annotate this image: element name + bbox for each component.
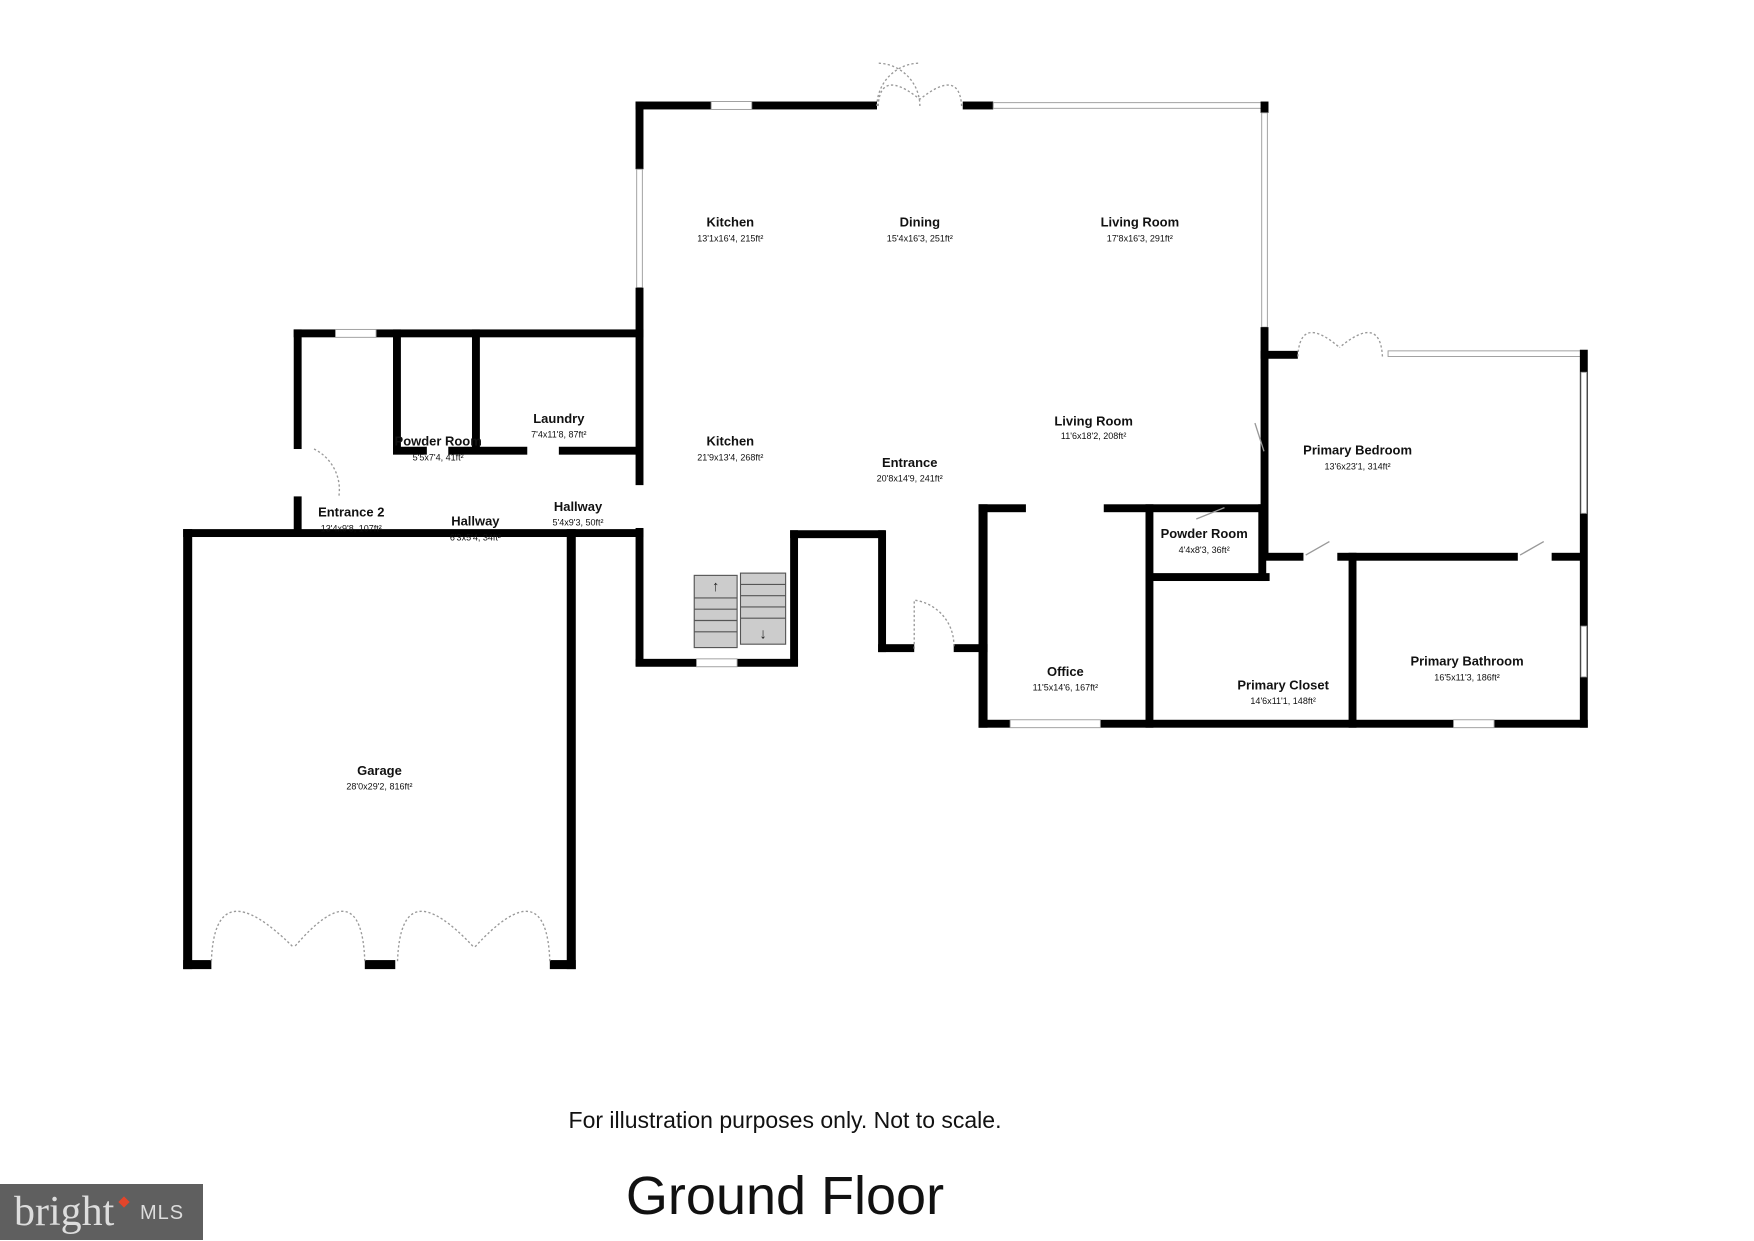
svg-text:11'6x18'2, 208ft²: 11'6x18'2, 208ft² — [1061, 431, 1126, 441]
svg-text:14'6x11'1, 148ft²: 14'6x11'1, 148ft² — [1250, 696, 1315, 706]
svg-text:Living Room: Living Room — [1054, 413, 1133, 428]
svg-text:6'3x5'4, 34ft²: 6'3x5'4, 34ft² — [450, 532, 501, 542]
room-primary-bathroom: Primary Bathroom 16'5x11'3, 186ft² — [1410, 654, 1523, 683]
svg-text:Entrance 2: Entrance 2 — [318, 505, 384, 520]
stair-up-arrow-icon: ↑ — [712, 579, 719, 595]
disclaimer: For illustration purposes only. Not to s… — [568, 1107, 1002, 1133]
svg-text:17'8x16'3, 291ft²: 17'8x16'3, 291ft² — [1107, 233, 1173, 243]
logo-star-icon — [118, 1196, 130, 1208]
room-kitchen-top: Kitchen 13'1x16'4, 215ft² — [697, 215, 763, 244]
svg-text:Entrance: Entrance — [882, 455, 938, 470]
svg-text:Primary Closet: Primary Closet — [1237, 677, 1329, 692]
svg-text:Garage: Garage — [357, 763, 402, 778]
room-powder-room-left: Powder Room 5'5x7'4, 41ft² — [395, 434, 482, 463]
room-hallway-2: Hallway 5'4x9'3, 50ft² — [553, 499, 604, 528]
room-living-bottom: Living Room 11'6x18'2, 208ft² — [1054, 413, 1133, 441]
svg-text:Kitchen: Kitchen — [707, 434, 755, 449]
svg-text:Primary Bathroom: Primary Bathroom — [1410, 654, 1523, 669]
svg-text:4'4x8'3, 36ft²: 4'4x8'3, 36ft² — [1179, 545, 1230, 555]
stairs: ↑ ↓ — [693, 572, 787, 649]
room-garage: Garage 28'0x29'2, 816ft² — [346, 763, 412, 792]
svg-text:21'9x13'4, 268ft²: 21'9x13'4, 268ft² — [697, 452, 763, 462]
room-entrance-2: Entrance 2 13'4x9'8, 107ft² — [318, 505, 384, 534]
svg-text:13'4x9'8, 107ft²: 13'4x9'8, 107ft² — [321, 523, 382, 533]
bright-mls-logo: bright MLS — [0, 1184, 203, 1240]
svg-text:13'1x16'4, 215ft²: 13'1x16'4, 215ft² — [697, 233, 763, 243]
svg-text:Powder Room: Powder Room — [395, 434, 482, 449]
svg-text:5'5x7'4, 41ft²: 5'5x7'4, 41ft² — [413, 452, 464, 462]
svg-text:5'4x9'3, 50ft²: 5'4x9'3, 50ft² — [553, 518, 604, 528]
walls — [183, 101, 1588, 970]
room-kitchen-bottom: Kitchen 21'9x13'4, 268ft² — [697, 434, 763, 463]
room-entrance: Entrance 20'8x14'9, 241ft² — [877, 455, 943, 484]
svg-text:Hallway: Hallway — [554, 499, 603, 514]
room-labels: Kitchen 13'1x16'4, 215ft² Dining 15'4x16'3… — [318, 215, 1524, 792]
svg-text:Hallway: Hallway — [451, 514, 500, 529]
doors — [210, 62, 1545, 962]
room-primary-closet: Primary Closet 14'6x11'1, 148ft² — [1237, 677, 1329, 706]
room-living-top: Living Room 17'8x16'3, 291ft² — [1101, 215, 1180, 244]
room-office: Office 11'5x14'6, 167ft² — [1033, 664, 1098, 693]
svg-text:15'4x16'3, 251ft²: 15'4x16'3, 251ft² — [887, 233, 953, 243]
svg-text:Kitchen: Kitchen — [707, 215, 755, 230]
svg-text:Laundry: Laundry — [533, 411, 585, 426]
room-dining: Dining 15'4x16'3, 251ft² — [887, 215, 953, 244]
svg-text:Dining: Dining — [900, 215, 940, 230]
svg-text:13'6x23'1, 314ft²: 13'6x23'1, 314ft² — [1325, 461, 1391, 471]
logo-brand: bright — [14, 1189, 115, 1235]
svg-text:11'5x14'6, 167ft²: 11'5x14'6, 167ft² — [1033, 682, 1098, 692]
svg-text:20'8x14'9, 241ft²: 20'8x14'9, 241ft² — [877, 474, 943, 484]
floor-title: Ground Floor — [625, 1166, 945, 1226]
room-laundry: Laundry 7'4x11'8, 87ft² — [531, 411, 586, 440]
svg-text:Primary Bedroom: Primary Bedroom — [1303, 443, 1412, 458]
svg-text:7'4x11'8, 87ft²: 7'4x11'8, 87ft² — [531, 430, 586, 440]
room-hallway-1: Hallway 6'3x5'4, 34ft² — [450, 514, 501, 543]
logo-suffix: MLS — [140, 1202, 185, 1224]
svg-text:16'5x11'3, 186ft²: 16'5x11'3, 186ft² — [1434, 672, 1499, 682]
room-primary-bedroom: Primary Bedroom 13'6x23'1, 314ft² — [1303, 443, 1412, 472]
stair-down-arrow-icon: ↓ — [759, 627, 766, 643]
svg-text:Living Room: Living Room — [1101, 215, 1180, 230]
svg-text:28'0x29'2, 816ft²: 28'0x29'2, 816ft² — [346, 782, 412, 792]
svg-text:Office: Office — [1047, 664, 1084, 679]
room-powder-room-right: Powder Room 4'4x8'3, 36ft² — [1161, 526, 1248, 555]
svg-text:Powder Room: Powder Room — [1161, 526, 1248, 541]
